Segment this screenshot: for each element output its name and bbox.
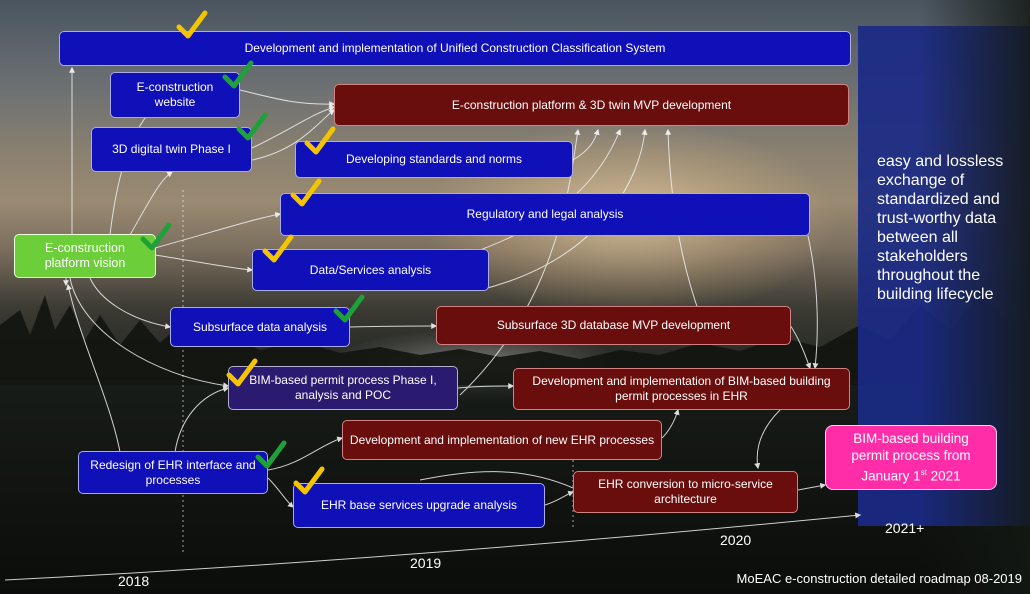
node-label: E-construction website	[136, 80, 214, 109]
green-check-icon	[222, 60, 254, 89]
yellow-check-icon	[226, 358, 258, 387]
milestone-line: January 1st 2021	[861, 464, 960, 485]
yellow-check-icon	[176, 10, 208, 39]
green-check-icon	[255, 440, 287, 469]
node-regulatory-analysis: Regulatory and legal analysis	[280, 193, 810, 236]
node-label: Data/Services analysis	[309, 262, 432, 277]
milestone-line: permit process from	[851, 448, 971, 464]
year-2019-label: 2019	[410, 555, 442, 571]
yellow-check-icon	[262, 234, 294, 263]
node-label: Development and implementation of new EH…	[349, 432, 655, 447]
node-label: E-construction platform vision	[44, 241, 126, 270]
node-unified-classification: Development and implementation of Unifie…	[59, 31, 851, 66]
node-subsurface-mvp: Subsurface 3D database MVP development	[436, 306, 791, 345]
treeline-silhouette	[0, 295, 1030, 385]
node-label: Subsurface data analysis	[192, 319, 328, 334]
right-shade	[920, 0, 1030, 594]
node-ehr-base-services: EHR base services upgrade analysis	[293, 483, 545, 528]
node-label: Subsurface 3D database MVP development	[496, 318, 731, 332]
node-data-services: Data/Services analysis	[252, 249, 489, 291]
node-new-ehr-processes: Development and implementation of new EH…	[342, 420, 662, 460]
node-label: Redesign of EHR interface and processes	[90, 457, 256, 487]
node-label: Developing standards and norms	[345, 152, 523, 166]
node-standards-norms: Developing standards and norms	[295, 141, 573, 178]
yellow-check-icon	[304, 126, 336, 155]
milestone-line: BIM-based building	[853, 431, 969, 447]
node-bim-phase-1: BIM-based permit process Phase I, analys…	[228, 366, 458, 410]
node-label: BIM-based permit process Phase I, analys…	[249, 373, 437, 402]
year-2020-label: 2020	[720, 532, 752, 548]
node-platform-mvp: E-construction platform & 3D twin MVP de…	[334, 84, 849, 126]
green-check-icon	[333, 294, 365, 323]
node-bim-ehr: Development and implementation of BIM-ba…	[513, 368, 850, 410]
node-ehr-microservice: EHR conversion to micro-service architec…	[573, 471, 798, 513]
node-label: Regulatory and legal analysis	[466, 207, 624, 221]
node-e-construction-website: E-construction website	[110, 72, 240, 118]
milestone-date: January 1	[861, 468, 921, 484]
milestone-date-sup: st	[920, 468, 927, 478]
yellow-check-icon	[293, 466, 325, 495]
node-label: EHR conversion to micro-service architec…	[598, 477, 773, 506]
node-label: Development and implementation of BIM-ba…	[532, 374, 831, 403]
node-label: EHR base services upgrade analysis	[320, 498, 518, 512]
node-subsurface-analysis: Subsurface data analysis	[170, 307, 350, 347]
year-2021-label: 2021+	[885, 520, 925, 536]
green-check-icon	[140, 222, 172, 251]
node-label: E-construction platform & 3D twin MVP de…	[451, 97, 732, 112]
milestone-bim-permit: BIM-based building permit process from J…	[825, 425, 997, 490]
footer-caption: MoEAC e-construction detailed roadmap 08…	[736, 571, 1022, 586]
node-redesign-ehr: Redesign of EHR interface and processes	[78, 451, 268, 494]
node-label: 3D digital twin Phase I	[112, 142, 231, 156]
vision-tagline: easy and lossless exchange of standardiz…	[877, 153, 1004, 303]
yellow-check-icon	[290, 178, 322, 207]
green-check-icon	[236, 112, 268, 141]
milestone-year: 2021	[926, 468, 961, 484]
year-2018-label: 2018	[118, 573, 150, 589]
node-label: Development and implementation of Unifie…	[244, 41, 666, 55]
node-platform-vision: E-construction platform vision	[14, 234, 156, 278]
node-3d-digital-twin: 3D digital twin Phase I	[91, 127, 252, 172]
